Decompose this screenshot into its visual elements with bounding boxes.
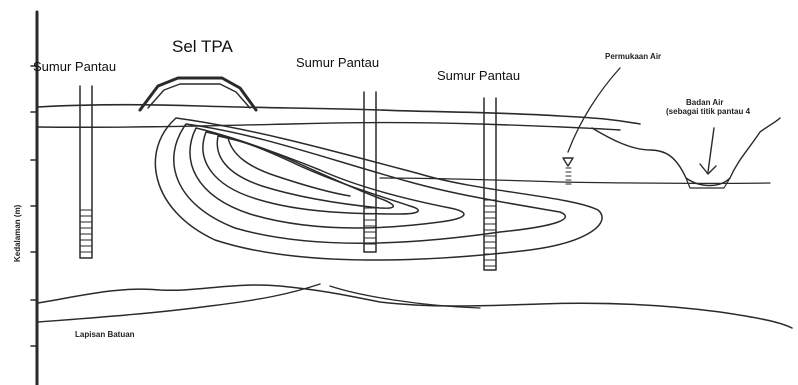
bedrock-boundary [38, 284, 792, 328]
ground-surface-line [38, 105, 640, 124]
water-body-note: (sebagai titik pantau 4 [666, 107, 750, 116]
well-label-1: Sumur Pantau [33, 59, 116, 74]
water-level-triangle [563, 158, 573, 166]
landfill-cell-label: Sel TPA [172, 37, 233, 57]
ground-layer-line [38, 123, 620, 131]
well-1-casing [80, 86, 92, 258]
leachate-plume [155, 118, 602, 260]
monitoring-well-1 [80, 86, 92, 258]
water-body-arrow-shaft [708, 128, 714, 172]
water-body-label: Badan Air (sebagai titik pantau 4 [666, 98, 750, 116]
well-label-3: Sumur Pantau [437, 68, 520, 83]
water-surface-label: Permukaan Air [605, 52, 661, 61]
depth-axis-label: Kedalaman (m) [13, 205, 22, 262]
plume-contour-5 [217, 136, 393, 208]
bedrock-label: Lapisan Batuan [75, 330, 135, 339]
ground-surface [38, 105, 780, 188]
plume-contour-1 [155, 118, 602, 260]
well-1-screen [80, 210, 92, 252]
water-body-arrow [700, 128, 716, 174]
water-body-bank [592, 118, 780, 186]
plume-contour-2 [174, 124, 566, 243]
well-label-2: Sumur Pantau [296, 55, 379, 70]
bedrock-line-1 [38, 285, 792, 328]
water-surface-marker [563, 68, 620, 184]
water-body-title: Badan Air [666, 98, 750, 107]
